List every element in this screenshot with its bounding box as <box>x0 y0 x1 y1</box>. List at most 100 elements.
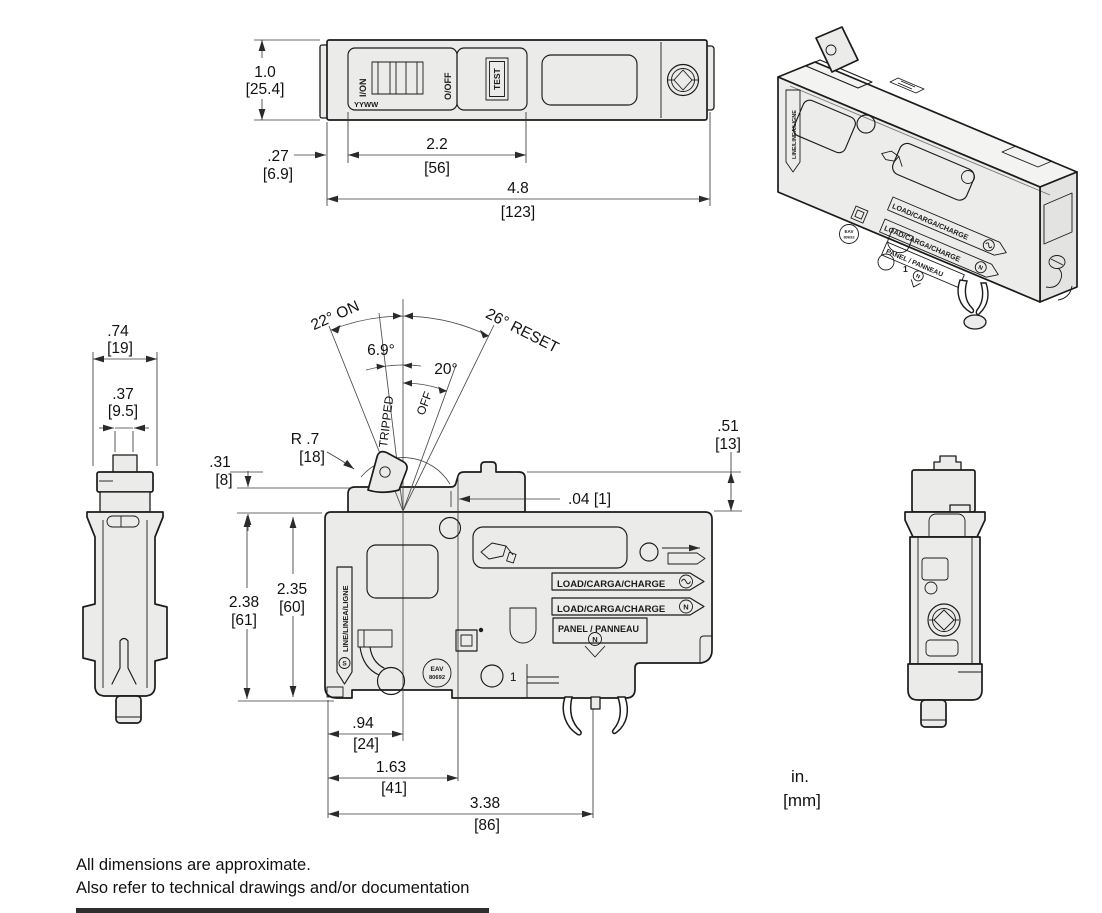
line-label: LINE/LINEA/LIGNE S <box>336 566 353 685</box>
units-note: in. [mm] <box>783 767 821 810</box>
side-view-left: .74 [19] .37 [9.5] <box>82 323 168 724</box>
wire-funnel <box>357 629 406 696</box>
cropped-text-bar <box>76 908 489 913</box>
svg-text:.31: .31 <box>209 454 231 471</box>
panel-strip: PANEL / PANNEAU N <box>552 617 648 658</box>
svg-text:EAV: EAV <box>845 229 854 234</box>
svg-text:3.38: 3.38 <box>470 795 500 812</box>
test-button-icon: TEST <box>485 57 509 101</box>
svg-text:.37: .37 <box>112 386 134 403</box>
note-line-1: All dimensions are approximate. <box>76 856 311 874</box>
pole-count: 1 <box>510 672 516 684</box>
label-pad <box>541 54 638 106</box>
top-view: I/ON O/OFF YYWW TEST 1.0 [25.4] <box>246 39 715 221</box>
svg-text:LINE/LINEA/LIGNE: LINE/LINEA/LIGNE <box>341 585 350 652</box>
svg-text:LOAD/CARGA/CHARGE: LOAD/CARGA/CHARGE <box>557 604 665 615</box>
iso-line-terminal <box>1043 192 1073 301</box>
dim-bottom-1: .94 [24] <box>328 715 403 753</box>
svg-text:[6.9]: [6.9] <box>263 166 293 183</box>
svg-text:[24]: [24] <box>353 736 379 753</box>
note-line-2: Also refer to technical drawings and/or … <box>76 879 469 897</box>
svg-text:.94: .94 <box>352 715 374 732</box>
svg-text:EAV: EAV <box>431 666 445 673</box>
svg-text:N: N <box>683 602 688 611</box>
svg-text:[123]: [123] <box>501 204 535 221</box>
iso-pole-count: 1 <box>903 264 908 274</box>
svg-text:.74: .74 <box>107 323 129 340</box>
angle-tripped-deg: 6.9° <box>367 342 395 359</box>
iso-wire-icon <box>881 150 903 167</box>
angle-off-deg: 20° <box>434 361 457 378</box>
iso-test-button <box>889 77 925 94</box>
svg-text:N: N <box>915 273 921 280</box>
svg-text:[19]: [19] <box>107 340 133 357</box>
dim-bottom-2: 1.63 [41] <box>328 759 458 797</box>
svg-text:2.35: 2.35 <box>277 581 307 598</box>
front-view: 22° ON 26° RESET 6.9° 20° TRIPPED OFF R … <box>209 298 742 834</box>
side-body <box>82 511 168 697</box>
svg-text:[61]: [61] <box>231 612 257 629</box>
load-strip-1: LOAD/CARGA/CHARGE <box>551 572 705 591</box>
svg-text:80692: 80692 <box>429 675 445 681</box>
svg-text:N: N <box>977 265 983 272</box>
svg-text:.51: .51 <box>717 418 739 435</box>
breaker-body-front <box>324 511 713 699</box>
dim-side-width: .74 [19] <box>92 323 158 466</box>
terminal-screw-icon <box>666 63 700 97</box>
side-slit <box>111 637 137 685</box>
svg-text:[25.4]: [25.4] <box>246 81 285 98</box>
svg-text:2.2: 2.2 <box>426 136 448 153</box>
dim-bottom-3: 3.38 [86] <box>328 795 593 834</box>
keyhole-shape <box>509 607 537 644</box>
side-right-pin <box>920 699 947 728</box>
terminal-screw-side-icon <box>927 603 961 637</box>
wire-clamp-icon <box>480 542 517 564</box>
svg-text:[86]: [86] <box>474 817 500 834</box>
angle-off: OFF <box>414 390 435 417</box>
dim-radius: R .7 [18] <box>291 431 355 470</box>
label-on: I/ON <box>358 78 368 97</box>
svg-text:PANEL / PANNEAU: PANEL / PANNEAU <box>558 624 639 634</box>
side-view-right <box>904 455 986 728</box>
label-date-code: YYWW <box>354 100 379 109</box>
load-strip-2: LOAD/CARGA/CHARGE N <box>551 597 705 616</box>
svg-text:1.63: 1.63 <box>376 759 406 776</box>
svg-text:4.8: 4.8 <box>507 180 529 197</box>
front-toggle <box>367 450 408 494</box>
fastener-icon <box>662 544 706 565</box>
units-inch: in. <box>791 767 809 786</box>
angle-tripped: TRIPPED <box>376 395 396 449</box>
side-right-body <box>909 536 981 665</box>
isometric-view: LINE/LINEA/LIGNE LOAD/CARGA/CHARGE LOAD/… <box>777 26 1078 330</box>
svg-text:R .7: R .7 <box>291 431 319 448</box>
iso-mounting-clip <box>957 279 989 330</box>
dim-right-height: .51 [13] <box>527 418 742 512</box>
dim-height-inner: 2.35 [60] <box>277 517 307 697</box>
rail-hook <box>526 664 559 698</box>
iso-insulation-icon <box>850 205 869 224</box>
svg-text:[18]: [18] <box>299 449 325 466</box>
dim-top-height: 1.0 [25.4] <box>246 39 320 121</box>
footnotes: All dimensions are approximate. Also ref… <box>76 856 489 913</box>
svg-text:[56]: [56] <box>424 160 450 177</box>
iso-toggle <box>815 26 859 73</box>
angle-reset: 26° RESET <box>483 305 562 356</box>
dim-top-module: 2.2 [56] <box>347 112 527 177</box>
svg-text:N: N <box>592 635 597 644</box>
svg-text:[41]: [41] <box>381 780 407 797</box>
side-pin <box>115 695 142 724</box>
svg-text:[13]: [13] <box>715 436 741 453</box>
label-off: O/OFF <box>443 72 453 100</box>
dim-top-offset: .27 [6.9] <box>263 148 326 183</box>
svg-text:[9.5]: [9.5] <box>108 403 138 420</box>
label-test: TEST <box>492 67 502 90</box>
dim-height-outer: 2.38 [61] <box>229 516 334 702</box>
double-insulation-icon <box>455 627 484 652</box>
svg-text:LOAD/CARGA/CHARGE: LOAD/CARGA/CHARGE <box>557 579 665 590</box>
iso-eav-badge: EAV 80692 <box>839 224 859 244</box>
breaker-body-top <box>326 39 708 121</box>
angle-fan: 22° ON 26° RESET 6.9° 20° TRIPPED OFF <box>308 298 562 512</box>
mounting-clip <box>562 696 629 736</box>
dim-side-toggle: .37 [9.5] <box>99 386 149 452</box>
